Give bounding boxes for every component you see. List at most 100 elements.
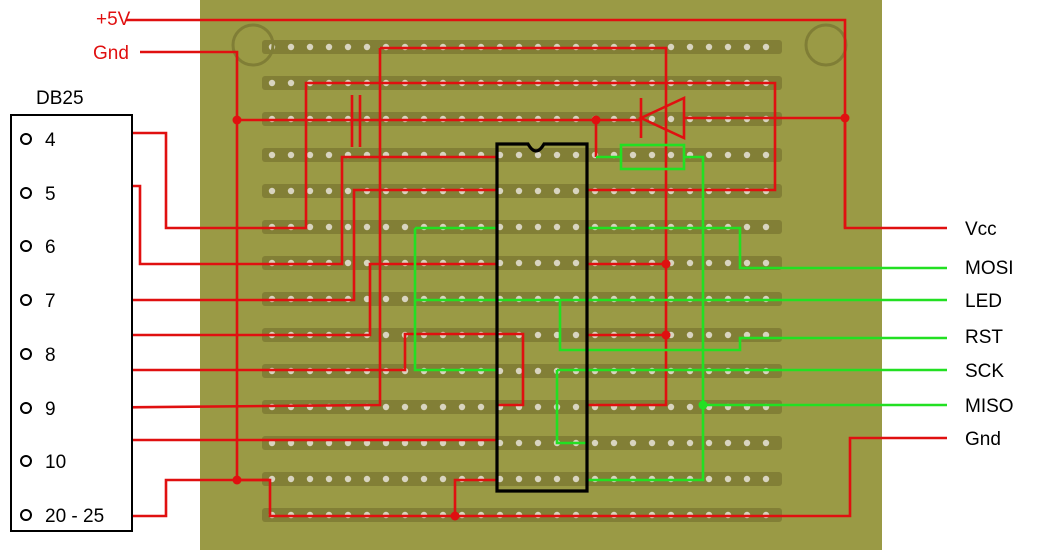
board-hole — [667, 115, 675, 123]
pin-circle-icon — [20, 402, 32, 414]
connector-box — [10, 114, 133, 532]
board-hole — [572, 151, 580, 159]
board-hole — [344, 187, 352, 195]
board-hole — [629, 439, 637, 447]
board-hole — [420, 439, 428, 447]
board-hole — [724, 43, 732, 51]
board-hole — [325, 43, 333, 51]
board-hole — [344, 223, 352, 231]
junction-dot — [698, 400, 708, 410]
connector-pin-7: 7 — [20, 291, 56, 312]
board-hole — [572, 403, 580, 411]
board-hole — [363, 259, 371, 267]
board-hole — [705, 259, 713, 267]
board-hole — [762, 43, 770, 51]
board-hole — [287, 43, 295, 51]
board-hole — [439, 475, 447, 483]
board-hole — [287, 151, 295, 159]
connector-pin-6: 6 — [20, 237, 56, 258]
board-hole — [515, 151, 523, 159]
board-hole — [724, 259, 732, 267]
db25-connector: DB25 4 5 6 7 8 9 10 2 — [10, 88, 133, 532]
board-hole — [382, 475, 390, 483]
connector-pin-label: 4 — [45, 130, 56, 151]
dip-ic — [495, 142, 589, 493]
board-hole — [401, 475, 409, 483]
board-hole — [534, 223, 542, 231]
board-hole — [363, 475, 371, 483]
board-hole — [268, 79, 276, 87]
programming-header: Vcc MOSI LED RST SCK MISO Gnd — [965, 219, 1014, 450]
connector-pin-20-25: 20 - 25 — [20, 506, 104, 527]
board-hole — [401, 223, 409, 231]
red-wire — [140, 50, 239, 480]
pin-circle-icon — [20, 133, 32, 145]
board-hole — [572, 259, 580, 267]
board-hole — [534, 403, 542, 411]
board-hole — [572, 475, 580, 483]
pin-circle-icon — [20, 455, 32, 467]
resistor — [619, 143, 686, 171]
pin-circle-icon — [20, 509, 32, 521]
connector-pin-label: 7 — [45, 291, 56, 312]
board-hole — [686, 331, 694, 339]
junction-dot — [450, 511, 460, 521]
board-hole — [268, 187, 276, 195]
board-hole — [553, 187, 561, 195]
board-hole — [268, 439, 276, 447]
board-hole — [667, 43, 675, 51]
board-hole — [382, 403, 390, 411]
red-wire — [128, 436, 947, 518]
board-hole — [572, 187, 580, 195]
header-sck-label: SCK — [965, 361, 1004, 382]
board-hole — [306, 439, 314, 447]
board-hole — [648, 115, 656, 123]
board-hole — [724, 439, 732, 447]
board-hole — [515, 259, 523, 267]
board-hole — [762, 151, 770, 159]
green-wire — [413, 228, 497, 372]
header-vcc-label: Vcc — [965, 219, 997, 240]
junction-dot — [661, 330, 671, 340]
board-hole — [705, 151, 713, 159]
green-wire — [555, 370, 587, 445]
board-hole — [439, 403, 447, 411]
board-hole — [648, 439, 656, 447]
red-wire — [44, 48, 382, 410]
board-hole — [629, 151, 637, 159]
board-hole — [325, 439, 333, 447]
power-wires — [44, 18, 947, 518]
board-hole — [401, 439, 409, 447]
board-hole — [344, 439, 352, 447]
board-hole — [667, 151, 675, 159]
board-hole — [382, 223, 390, 231]
board-hole — [325, 223, 333, 231]
connector-pin-label: 6 — [45, 237, 56, 258]
board-hole — [515, 223, 523, 231]
pin-circle-icon — [20, 240, 32, 252]
board-hole — [743, 259, 751, 267]
connector-pin-label: 5 — [45, 184, 56, 205]
gnd-label: Gnd — [93, 43, 129, 64]
board-hole — [686, 43, 694, 51]
green-wire — [587, 155, 705, 482]
red-wire — [380, 46, 668, 407]
board-hole — [382, 295, 390, 303]
board-hole — [534, 475, 542, 483]
board-hole — [458, 439, 466, 447]
board-hole — [439, 439, 447, 447]
red-wire — [45, 188, 497, 302]
board-hole — [667, 439, 675, 447]
board-hole — [534, 187, 542, 195]
board-hole — [287, 187, 295, 195]
board-hole — [344, 259, 352, 267]
pin-circle-icon — [20, 187, 32, 199]
board-hole — [477, 439, 485, 447]
board-hole — [553, 331, 561, 339]
board-hole — [534, 439, 542, 447]
board-hole — [553, 151, 561, 159]
board-hole — [762, 439, 770, 447]
board-hole — [705, 439, 713, 447]
junction-dot — [661, 259, 671, 269]
